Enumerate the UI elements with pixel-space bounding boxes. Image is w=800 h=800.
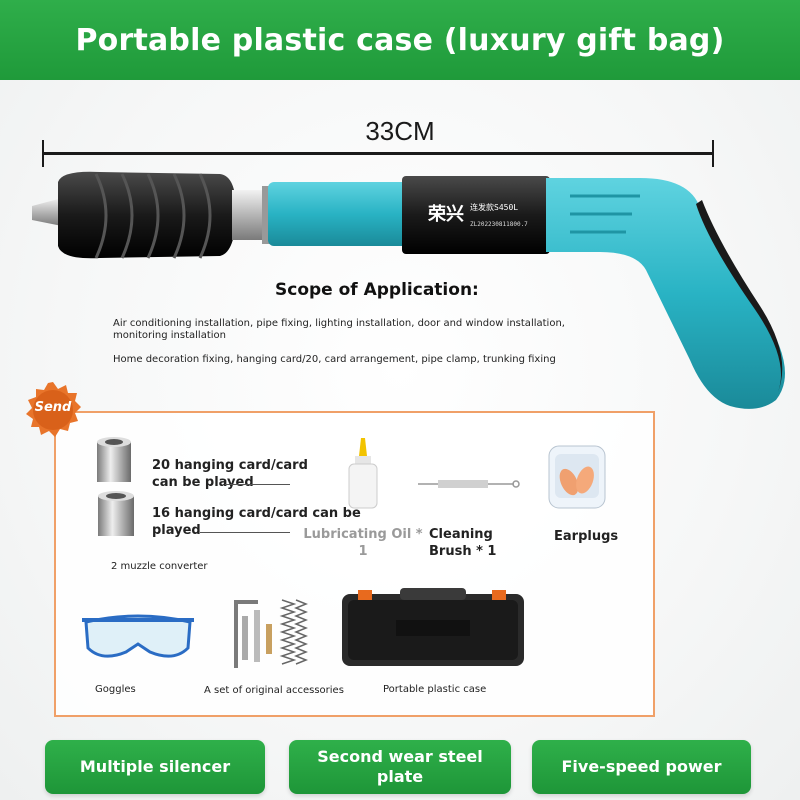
muzzle-converter-label: 2 muzzle converter [111, 561, 208, 572]
steel-connector [232, 186, 274, 244]
converter-20-leader-line [225, 484, 290, 485]
feature-pill-power: Five-speed power [532, 740, 751, 794]
length-measure-line [42, 140, 714, 167]
converter-16-leader-line [200, 532, 290, 533]
tool-brand-text: 荣兴 [427, 203, 464, 225]
send-badge-icon [26, 382, 81, 437]
oil-label: Lubricating Oil * 1 [303, 527, 423, 559]
feature-pill-steel-plate: Second wear steel plate [289, 740, 511, 794]
feature-pill-silencer: Multiple silencer [45, 740, 265, 794]
brush-label: Cleaning Brush * 1 [429, 527, 497, 559]
feature-label-steel-plate: Second wear steel plate [317, 747, 483, 786]
send-badge-label: Send [34, 400, 72, 415]
scope-line-1: Air conditioning installation, pipe fixi… [113, 318, 565, 341]
black-label-band: 荣兴 连发款S450L ZL202230811800.7 [402, 176, 550, 254]
muzzle-converter-20-icon [97, 437, 131, 482]
length-label: 33CM [365, 116, 435, 146]
tool-tip [32, 198, 62, 226]
accessory-set-icon [234, 599, 308, 668]
plastic-case-icon [342, 588, 524, 666]
goggles-icon [82, 614, 194, 658]
lubricating-oil-icon [348, 438, 378, 509]
nail-gun-illustration: 荣兴 连发款S450L ZL202230811800.7 [32, 171, 785, 409]
measure-cap-left [42, 140, 44, 167]
rubber-nose [58, 171, 236, 259]
converter-20-label: 20 hanging card/card can be played [152, 458, 308, 490]
blue-barrel [268, 182, 408, 246]
muzzle-converter-16-icon [98, 491, 134, 536]
goggles-label: Goggles [95, 684, 136, 695]
earplugs-label: Earplugs [554, 529, 619, 544]
plastic-case-label: Portable plastic case [383, 684, 487, 695]
measure-cap-right [712, 140, 714, 167]
accessory-set-label: A set of original accessories [204, 685, 344, 696]
title-banner: Portable plastic case (luxury gift bag) [0, 0, 800, 80]
cleaning-brush-icon [418, 480, 520, 488]
blue-grip-handle [546, 178, 785, 409]
converter-16-label: 16 hanging card/card can be played [152, 506, 361, 538]
feature-label-power: Five-speed power [561, 757, 722, 776]
tool-model-text: 连发款S450L [470, 202, 518, 212]
feature-label-silencer: Multiple silencer [79, 757, 231, 776]
send-badge: Send [24, 381, 82, 439]
scope-title: Scope of Application: [275, 280, 479, 300]
scope-line-2: Home decoration fixing, hanging card/20,… [113, 354, 556, 365]
banner-title: Portable plastic case (luxury gift bag) [75, 22, 725, 58]
tool-serial-text: ZL202230811800.7 [470, 221, 528, 228]
earplugs-icon [548, 445, 606, 509]
